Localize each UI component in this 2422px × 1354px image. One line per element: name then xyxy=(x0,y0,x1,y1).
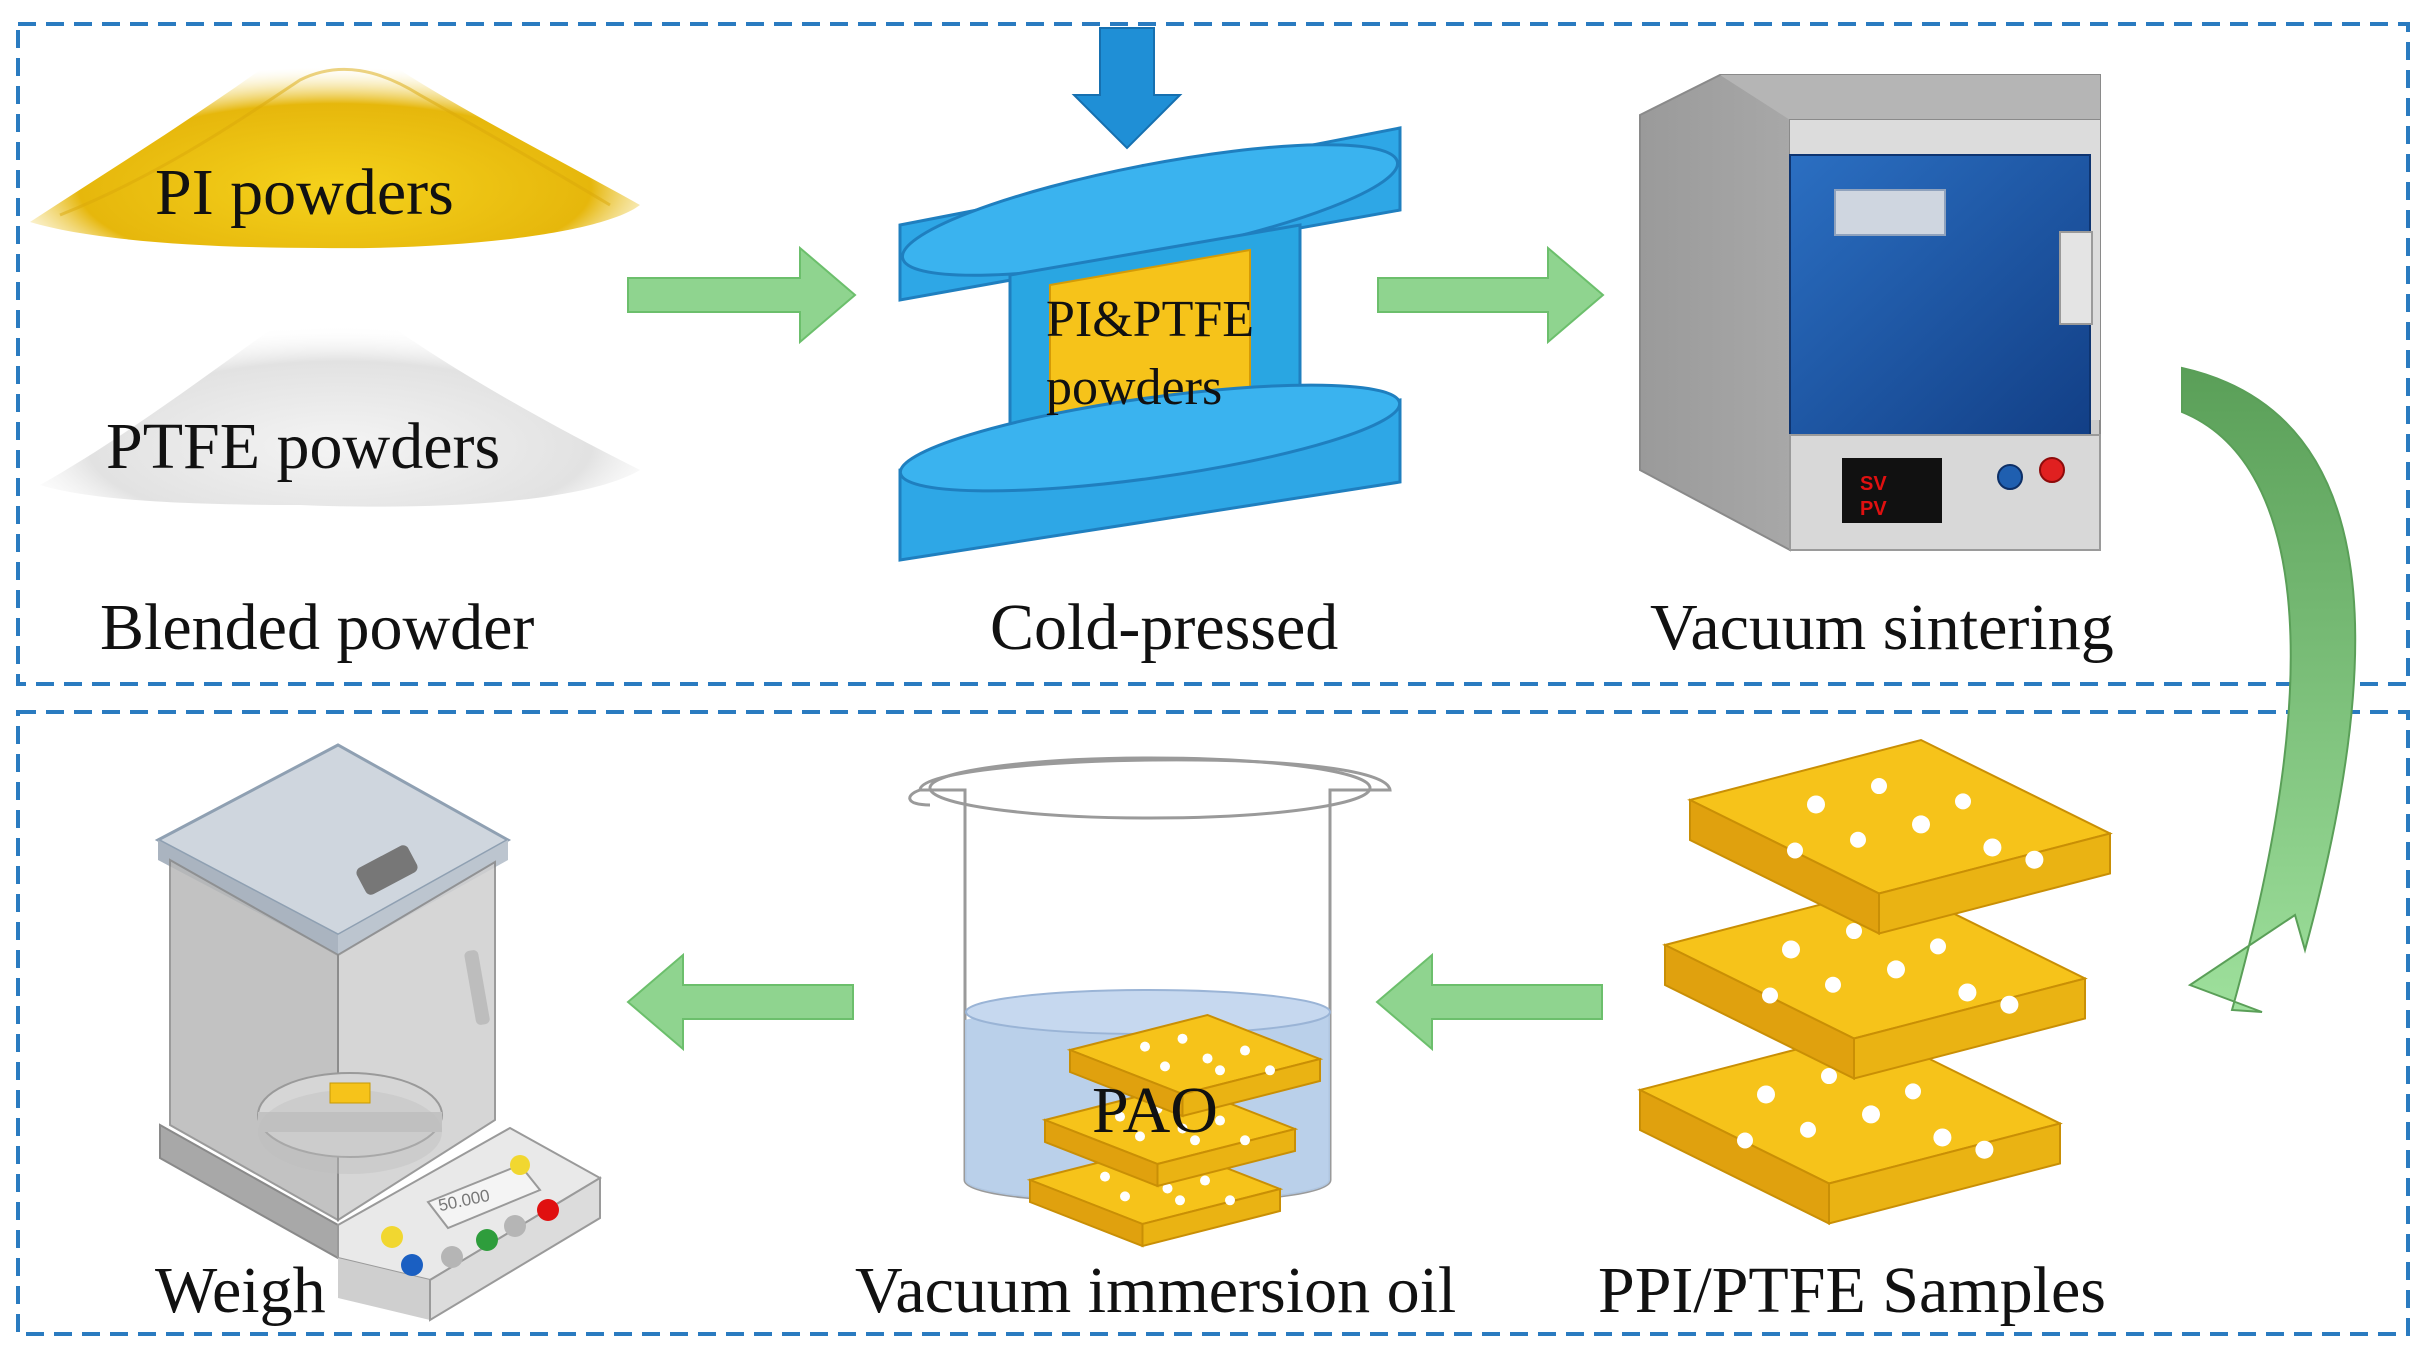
sample-pore-dot xyxy=(1800,1121,1816,1138)
sample-pore-dot xyxy=(1160,1061,1170,1072)
sample-pore-dot xyxy=(1958,983,1977,1002)
stage-label-vacuum-immersion-oil: Vacuum immersion oil xyxy=(855,1254,1457,1327)
sample-pore-dot xyxy=(2000,995,2019,1014)
mix-label-line2: powders xyxy=(1046,359,1223,416)
cold-press-icon xyxy=(898,27,1402,562)
sample-pore-dot xyxy=(1240,1045,1250,1056)
pi-powders-label: PI powders xyxy=(155,156,454,229)
ppi-ptfe-samples-icon xyxy=(1637,738,2113,1226)
sample-pore-dot xyxy=(1762,987,1778,1004)
stage-label-vacuum-sintering: Vacuum sintering xyxy=(1650,591,2114,664)
pao-label: PAO xyxy=(1092,1074,1218,1147)
analytical-balance-icon xyxy=(154,743,602,1322)
stage-label-cold-pressed: Cold-pressed xyxy=(990,591,1339,664)
sample-pore-dot xyxy=(1140,1041,1150,1052)
sample-pore-dot xyxy=(1135,1131,1145,1142)
arrow-right-2 xyxy=(1377,245,1605,345)
sample-pore-dot xyxy=(1912,815,1930,834)
arrow-left-1 xyxy=(1375,952,1603,1052)
sample-pore-dot xyxy=(1787,842,1803,859)
arrow-curved-down xyxy=(2181,366,2357,1013)
mix-label-line1: PI&PTFE xyxy=(1046,291,1255,348)
oven-sv-readout: SV xyxy=(1860,473,1887,495)
sample-pore-dot xyxy=(1100,1171,1110,1182)
sample-pore-dot xyxy=(1975,1140,1994,1159)
top-frame xyxy=(16,22,2410,686)
sample-pore-dot xyxy=(1120,1191,1130,1202)
sample-pore-dot xyxy=(1737,1132,1753,1149)
ptfe-powder-pile xyxy=(40,304,640,507)
sample-pore-dot xyxy=(1240,1135,1250,1146)
sample-pore-dot xyxy=(1905,1083,1921,1100)
sample-pore-dot xyxy=(1162,1183,1173,1194)
sample-pore-dot xyxy=(1862,1105,1880,1124)
sample-pore-dot xyxy=(1871,778,1887,795)
beaker-samples xyxy=(1026,1013,1324,1248)
sample-pore-dot xyxy=(1115,1111,1125,1122)
sample-pore-dot xyxy=(1807,795,1825,814)
sample-pore-dot xyxy=(2025,850,2044,869)
sample-pore-dot xyxy=(1225,1195,1235,1206)
arrow-right-1 xyxy=(627,245,857,345)
sample-pore-dot xyxy=(1887,960,1905,979)
stage-label-blended-powder: Blended powder xyxy=(100,591,535,664)
bottom-frame xyxy=(16,710,2410,1336)
stage-label-samples: PPI/PTFE Samples xyxy=(1598,1254,2106,1327)
sample-pore-dot xyxy=(1933,1128,1952,1147)
sample-pore-dot xyxy=(1190,1135,1200,1146)
sample-pore-dot xyxy=(1930,938,1946,955)
oven-pv-readout: PV xyxy=(1860,498,1887,520)
sample-pore-dot xyxy=(1821,1068,1837,1085)
sample-pore-dot xyxy=(1782,940,1800,959)
sample-pore-dot xyxy=(1215,1115,1225,1126)
sample-pore-dot xyxy=(1850,831,1866,848)
pi-powder-pile xyxy=(30,47,640,249)
sample-pore-dot xyxy=(1177,1123,1188,1134)
stage-label-weigh: Weigh xyxy=(155,1254,326,1327)
sample-pore-dot xyxy=(1825,976,1841,993)
sample-pore-dot xyxy=(1215,1065,1225,1076)
sample-pore-dot xyxy=(1175,1195,1185,1206)
vacuum-oven-icon xyxy=(1639,74,2101,552)
sample-pore-dot xyxy=(1955,793,1971,810)
sample-pore-dot xyxy=(1983,838,2002,857)
sample-pore-dot xyxy=(1200,1175,1210,1186)
sample-pore-dot xyxy=(1846,923,1862,940)
sample-pore-dot xyxy=(1177,1033,1188,1044)
sample-pore-dot xyxy=(1265,1065,1275,1076)
sample-pore-dot xyxy=(1757,1085,1775,1104)
arrow-left-2 xyxy=(626,952,854,1052)
sample-pore-dot xyxy=(1202,1053,1213,1064)
ptfe-powders-label: PTFE powders xyxy=(106,410,501,483)
